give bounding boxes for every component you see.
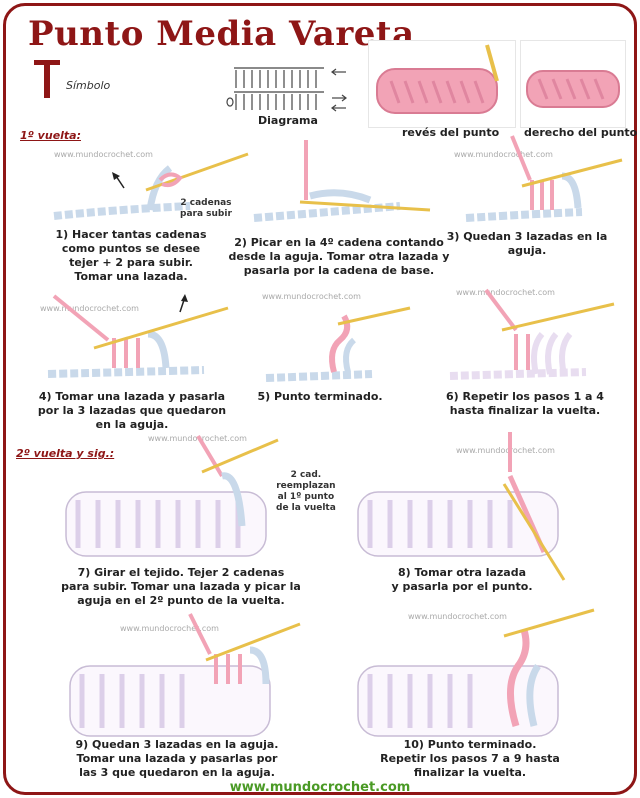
- step-1-caption: 1) Hacer tantas cadenas como puntos se d…: [55, 228, 207, 283]
- illustration-step-2: [253, 140, 431, 222]
- step-10-caption: 10) Punto terminado. Repetir los pasos 7…: [380, 738, 560, 779]
- illustration-step-1: [53, 152, 249, 220]
- watermark: www.mundocrochet.com: [456, 446, 555, 455]
- note-replace-first: 2 cad. reemplazan al 1º punto de la vuel…: [276, 470, 336, 513]
- illustration-step-8: [357, 432, 566, 581]
- page-frame: [3, 3, 637, 795]
- watermark: www.mundocrochet.com: [454, 150, 553, 159]
- illustration-step-7: [65, 434, 279, 557]
- step-7-caption: 7) Girar el tejido. Tejer 2 cadenas para…: [61, 566, 301, 607]
- stitch-symbol-icon: [34, 60, 60, 98]
- step-6-caption: 6) Repetir los pasos 1 a 4 hasta finaliz…: [446, 390, 604, 417]
- step-3-caption: 3) Quedan 3 lazadas en la aguja.: [446, 230, 608, 257]
- footer-website[interactable]: www.mundocrochet.com: [229, 780, 411, 795]
- diagram-label: Diagrama: [258, 114, 318, 127]
- watermark: www.mundocrochet.com: [54, 150, 153, 159]
- photo-right-label: derecho del punto: [524, 126, 638, 139]
- watermark: www.mundocrochet.com: [40, 304, 139, 313]
- note-two-chains: 2 cadenas para subir: [180, 198, 232, 219]
- stitch-diagram: [226, 67, 347, 112]
- section-round1: 1º vuelta:: [20, 129, 81, 142]
- page-title: Punto Media Vareta: [28, 14, 415, 54]
- step-2-caption: 2) Picar en la 4º cadena contando desde …: [228, 236, 450, 277]
- illustration-step-5: [265, 306, 411, 382]
- watermark: www.mundocrochet.com: [408, 612, 507, 621]
- step-8-caption: 8) Tomar otra lazada y pasarla por el pu…: [391, 566, 533, 593]
- photo-reverse: [368, 40, 516, 128]
- photo-reverse-label: revés del punto: [402, 126, 500, 139]
- watermark: www.mundocrochet.com: [120, 624, 219, 633]
- illustration-step-4: [47, 294, 229, 378]
- illustration-step-10: [357, 608, 595, 737]
- illustration-step-6: [449, 288, 615, 380]
- step-5-caption: 5) Punto terminado.: [257, 390, 383, 403]
- watermark: www.mundocrochet.com: [262, 292, 361, 301]
- watermark: www.mundocrochet.com: [456, 288, 555, 297]
- step-9-caption: 9) Quedan 3 lazadas en la aguja. Tomar u…: [75, 738, 279, 779]
- illustration-step-9: [69, 613, 301, 737]
- photo-right-side: [520, 40, 626, 128]
- section-round2: 2º vuelta y sig.:: [16, 447, 115, 460]
- illustration-step-3: [465, 135, 623, 222]
- symbol-label: Símbolo: [66, 79, 111, 92]
- step-4-caption: 4) Tomar una lazada y pasarla por la 3 l…: [37, 390, 227, 431]
